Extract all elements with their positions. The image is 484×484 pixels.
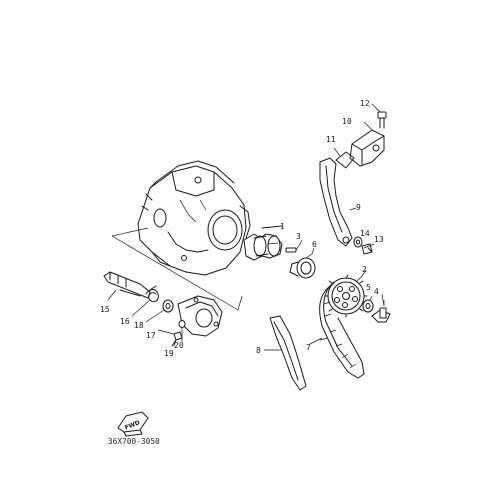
callout-4: 4 bbox=[374, 287, 379, 296]
arm-bolt bbox=[361, 243, 373, 255]
tensioner-bolt bbox=[371, 103, 387, 129]
cam-bearing bbox=[289, 247, 316, 279]
callout-9: 9 bbox=[356, 203, 361, 212]
assembly-leader-lines bbox=[111, 227, 257, 311]
return-spring bbox=[145, 285, 159, 303]
drawing-code: 36X700-3050 bbox=[108, 437, 160, 446]
tensioner-arm bbox=[319, 157, 357, 247]
cover-washer bbox=[178, 320, 186, 328]
callout-leaders bbox=[107, 243, 385, 347]
callout-10: 10 bbox=[342, 117, 352, 126]
callout-17: 17 bbox=[146, 331, 156, 340]
callout-13: 13 bbox=[374, 235, 384, 244]
cam-chain bbox=[319, 281, 365, 379]
callout-6: 6 bbox=[312, 240, 317, 249]
sprocket-bolt bbox=[371, 300, 391, 323]
spring-washer bbox=[162, 299, 174, 313]
callout-7: 7 bbox=[306, 343, 311, 352]
callout-numbers: 1 2 3 4 5 6 7 8 9 10 11 12 13 14 15 16 1… bbox=[100, 99, 384, 358]
callout-15: 15 bbox=[100, 305, 110, 314]
side-cover bbox=[177, 295, 223, 337]
decompression-shaft bbox=[103, 271, 151, 299]
callout-1: 1 bbox=[280, 222, 285, 231]
callout-16: 16 bbox=[120, 317, 130, 326]
callout-5: 5 bbox=[366, 283, 371, 292]
callout-18: 18 bbox=[134, 321, 144, 330]
callout-14: 14 bbox=[360, 229, 370, 238]
chain-guide bbox=[264, 315, 307, 391]
dowel-pin bbox=[285, 239, 303, 253]
callout-20: 20 bbox=[174, 341, 184, 350]
cam-sprocket bbox=[324, 269, 368, 318]
callout-8: 8 bbox=[256, 346, 261, 355]
arm-washer bbox=[353, 236, 363, 248]
callout-11: 11 bbox=[326, 135, 336, 144]
sprocket-washer bbox=[362, 295, 374, 313]
fwd-arrow-icon: FWD bbox=[117, 411, 149, 437]
chain-tensioner bbox=[349, 121, 385, 167]
cylinder-head bbox=[137, 160, 251, 276]
callout-2: 2 bbox=[362, 265, 367, 274]
tensioner-gasket bbox=[333, 147, 355, 169]
callout-19: 19 bbox=[164, 349, 174, 358]
camshaft bbox=[243, 225, 283, 261]
callout-3: 3 bbox=[296, 232, 301, 241]
callout-12: 12 bbox=[360, 99, 370, 108]
